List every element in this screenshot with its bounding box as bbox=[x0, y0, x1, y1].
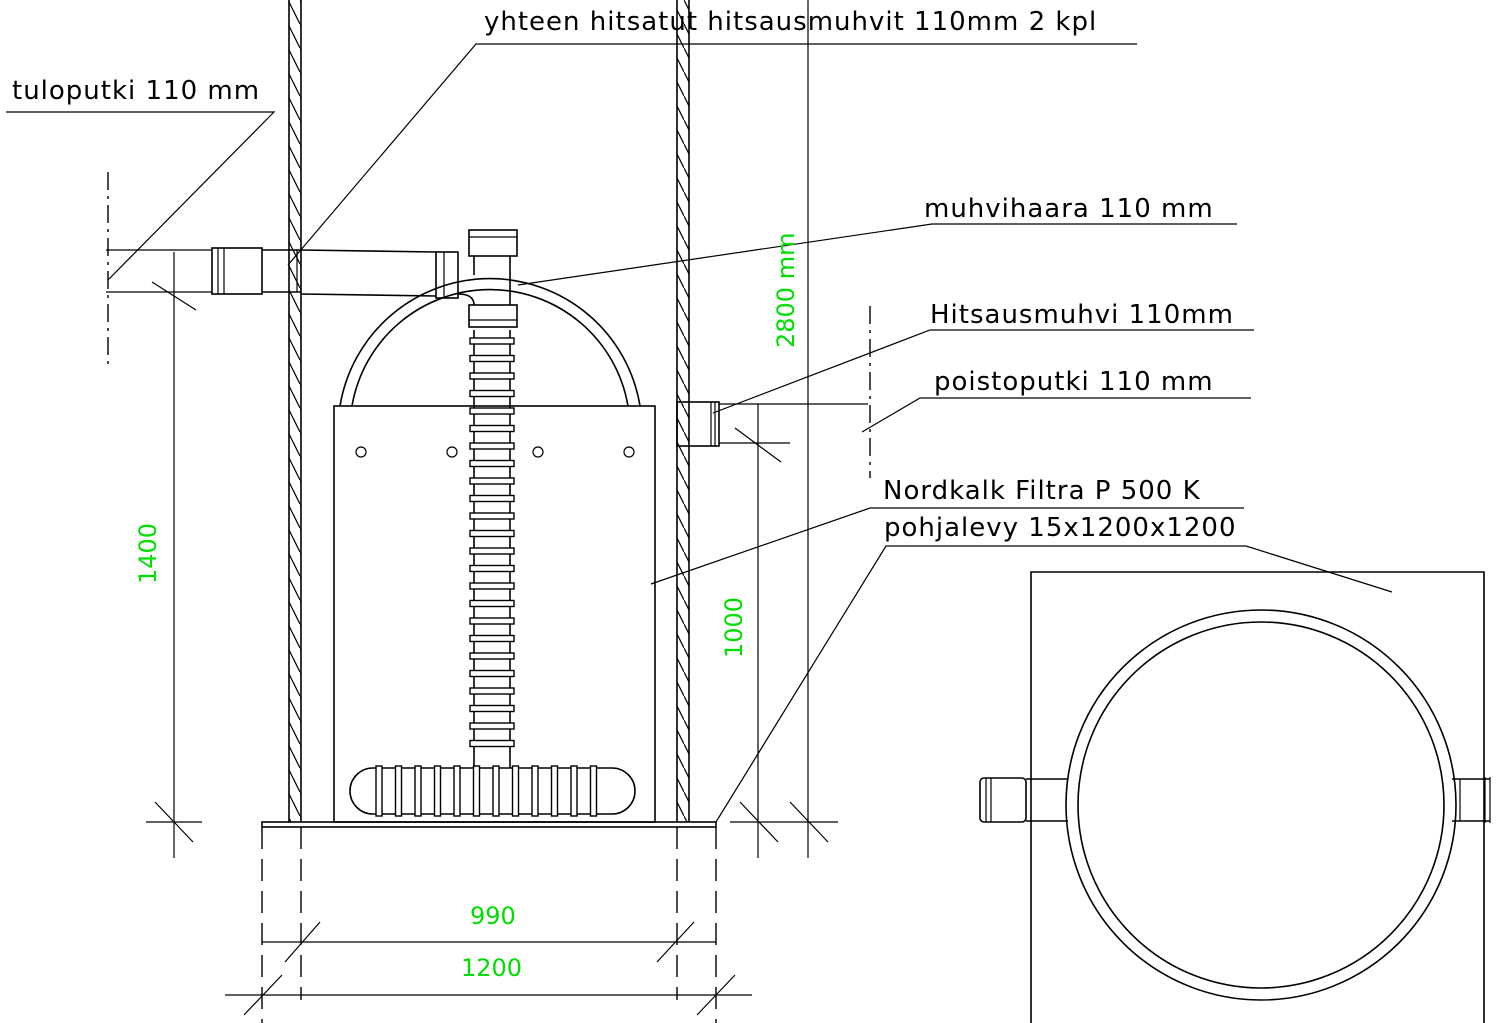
pipe-rib bbox=[469, 494, 515, 503]
pipe-rib bbox=[492, 765, 500, 817]
bottom-distribution-pipe bbox=[349, 765, 636, 817]
plan-outlet-stub bbox=[1452, 777, 1491, 823]
pipe-rib bbox=[469, 634, 515, 643]
pipe-rib bbox=[433, 765, 442, 817]
pipe-rib bbox=[469, 512, 515, 520]
pipe-rib bbox=[472, 765, 481, 817]
socket-tee-label: muhvihaara 110 mm bbox=[924, 194, 1214, 224]
pipe-rib bbox=[511, 765, 520, 817]
pipe-rib bbox=[414, 765, 422, 817]
well-wall-right bbox=[676, 0, 690, 822]
dimension-2800: 2800 mm bbox=[772, 233, 800, 348]
pipe-rib bbox=[394, 765, 403, 817]
welded-couplings-label: yhteen hitsatut hitsausmuhvit 110mm 2 kp… bbox=[484, 7, 1097, 37]
inlet-pipe bbox=[106, 172, 437, 365]
bolt-hole bbox=[623, 446, 635, 458]
pipe-rib bbox=[469, 599, 515, 608]
label-leaders bbox=[6, 43, 1393, 823]
pipe-rib bbox=[469, 337, 515, 345]
pipe-rib bbox=[375, 765, 383, 817]
weld-coupling-label: Hitsausmuhvi 110mm bbox=[930, 300, 1234, 330]
pipe-rib bbox=[469, 687, 515, 695]
pipe-rib bbox=[469, 582, 515, 590]
pipe-rib bbox=[469, 372, 515, 380]
pipe-rib bbox=[550, 765, 559, 817]
pipe-rib bbox=[469, 547, 515, 555]
pipe-rib bbox=[469, 564, 515, 573]
outlet-pipe-label: poistoputki 110 mm bbox=[934, 367, 1214, 397]
bolt-hole bbox=[532, 446, 544, 458]
pipe-rib bbox=[469, 424, 515, 433]
socket-tee bbox=[435, 229, 518, 328]
bolt-hole bbox=[446, 446, 458, 458]
pipe-rib bbox=[531, 765, 539, 817]
pipe-rib bbox=[469, 442, 515, 450]
pipe-rib bbox=[469, 477, 515, 485]
inlet-pipe-label: tuloputki 110 mm bbox=[12, 76, 260, 106]
pipe-rib bbox=[469, 739, 515, 748]
pipe-rib bbox=[469, 389, 515, 398]
pipe-rib bbox=[469, 722, 515, 730]
pipe-rib bbox=[469, 459, 515, 468]
well-wall-left bbox=[288, 0, 302, 822]
pipe-rib bbox=[469, 407, 515, 415]
plan-inlet-stub bbox=[979, 777, 1068, 823]
bolt-hole bbox=[355, 446, 367, 458]
base-plate-label: pohjalevy 15x1200x1200 bbox=[884, 513, 1237, 543]
dimension-lines bbox=[146, 0, 838, 1016]
pipe-rib bbox=[469, 354, 515, 363]
pipe-rib bbox=[453, 765, 461, 817]
pipe-rib bbox=[469, 529, 515, 538]
vertical-distribution-pipe bbox=[469, 330, 515, 768]
pipe-rib bbox=[469, 669, 515, 678]
dimension-990: 990 bbox=[470, 902, 516, 930]
filter-unit-label: Nordkalk Filtra P 500 K bbox=[883, 476, 1201, 506]
pipe-rib bbox=[469, 617, 515, 625]
filter-unit bbox=[333, 277, 656, 823]
dimension-1400: 1400 bbox=[134, 523, 162, 584]
pipe-rib bbox=[469, 652, 515, 660]
dimension-1200: 1200 bbox=[461, 954, 522, 982]
pipe-rib bbox=[469, 704, 515, 713]
dimension-1000: 1000 bbox=[720, 597, 748, 658]
pipe-rib bbox=[589, 765, 598, 817]
pipe-rib bbox=[570, 765, 578, 817]
plan-view bbox=[979, 571, 1491, 1023]
